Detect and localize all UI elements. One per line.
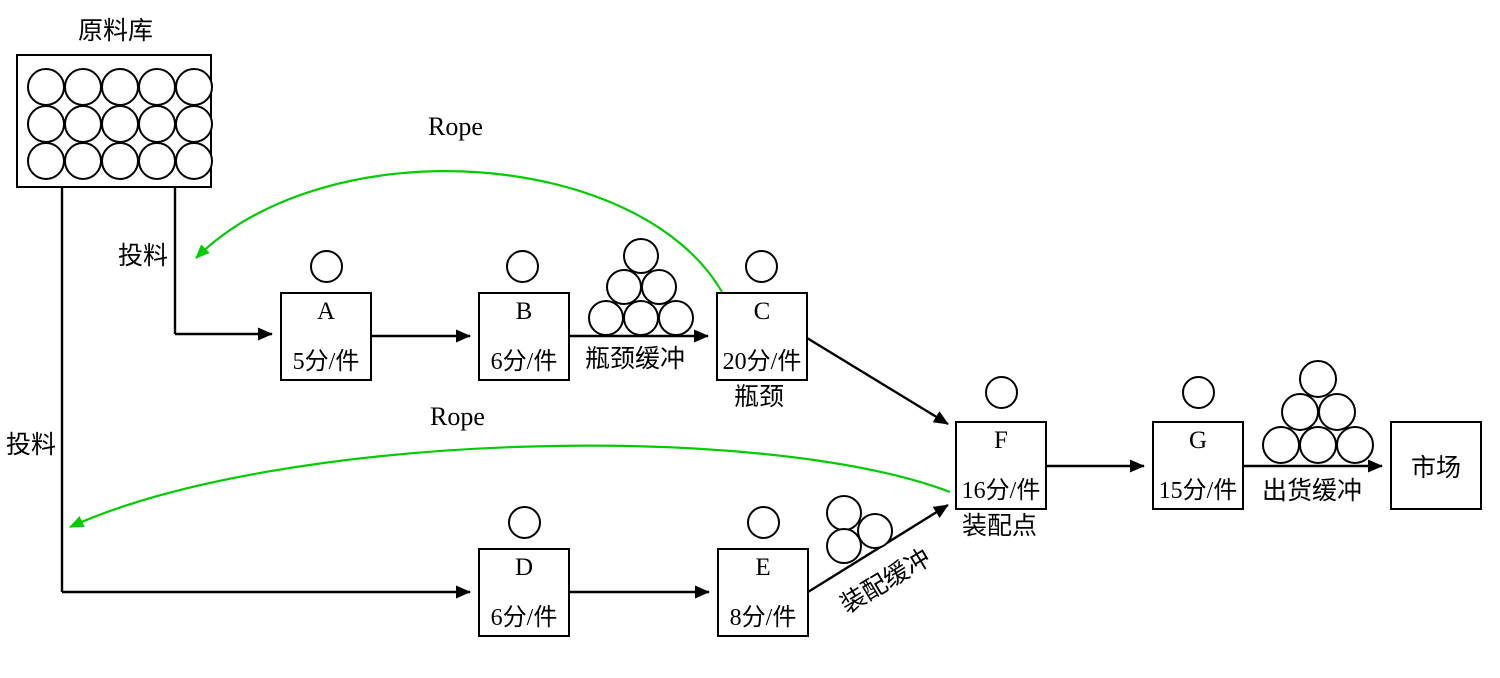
rope-curve-bottom — [68, 444, 951, 529]
warehouse-circle — [175, 105, 213, 143]
warehouse-circle — [138, 68, 176, 106]
warehouse-circle — [27, 68, 65, 106]
process-label-a: A — [316, 298, 336, 325]
buffer-circle — [826, 528, 862, 564]
warehouse-circle — [175, 142, 213, 180]
process-rate-f: 16分/件 — [961, 478, 1041, 504]
buffer-circle — [606, 269, 642, 305]
buffer-circle — [1299, 426, 1337, 464]
capacity-circle-f — [985, 376, 1018, 409]
buffer-circle — [1262, 426, 1300, 464]
capacity-circle-b — [506, 250, 539, 283]
process-label-c: C — [753, 298, 771, 325]
process-label-f: F — [994, 427, 1008, 454]
capacity-circle-g — [1182, 376, 1215, 409]
capacity-circle-a — [310, 250, 343, 283]
process-label-g: G — [1188, 427, 1208, 454]
process-box-b[interactable]: B 6分/件 — [478, 292, 570, 381]
rope-label-bottom: Rope — [430, 402, 485, 431]
process-rate-a: 5分/件 — [292, 349, 360, 375]
warehouse-circle — [101, 142, 139, 180]
buffer-circle — [623, 300, 659, 336]
buffer-circle — [857, 513, 893, 549]
process-box-g[interactable]: G 15分/件 — [1152, 421, 1244, 510]
process-rate-c: 20分/件 — [722, 349, 802, 375]
warehouse-circle — [27, 105, 65, 143]
process-rate-g: 15分/件 — [1158, 478, 1238, 504]
buffer-circle — [1318, 393, 1356, 431]
shipping-buffer-label: 出货缓冲 — [1262, 478, 1363, 505]
process-sub-label-c: 瓶颈 — [734, 384, 785, 411]
process-label-d: D — [514, 554, 534, 581]
market-box[interactable]: 市场 — [1390, 421, 1482, 510]
release-label-top: 投料 — [118, 243, 169, 270]
release-label-bottom: 投料 — [6, 432, 57, 459]
process-sub-label-f: 装配点 — [962, 513, 1038, 540]
warehouse-circle — [64, 105, 102, 143]
process-box-c[interactable]: C 20分/件 — [716, 292, 808, 381]
buffer-circle — [1281, 393, 1319, 431]
warehouse-circle — [138, 142, 176, 180]
buffer-circle — [588, 300, 624, 336]
capacity-circle-c — [745, 250, 778, 283]
rope-curve-top — [195, 170, 723, 293]
warehouse-feed-lines — [60, 188, 471, 599]
process-box-d[interactable]: D 6分/件 — [478, 548, 570, 637]
warehouse-circle — [101, 68, 139, 106]
warehouse-title: 原料库 — [78, 18, 154, 45]
process-box-a[interactable]: A 5分/件 — [280, 292, 372, 381]
bottleneck-buffer-label: 瓶颈缓冲 — [585, 346, 686, 373]
capacity-circle-e — [747, 506, 780, 539]
rope-curves — [68, 170, 951, 529]
buffer-circle — [1299, 360, 1337, 398]
process-rate-b: 6分/件 — [490, 349, 558, 375]
buffer-circle — [623, 238, 659, 274]
top-line-flow — [372, 329, 949, 426]
warehouse-circle — [138, 105, 176, 143]
process-label-e: E — [755, 554, 771, 581]
market-label: 市场 — [1410, 454, 1461, 482]
warehouse-circle — [64, 68, 102, 106]
warehouse-circle — [101, 105, 139, 143]
process-box-e[interactable]: E 8分/件 — [717, 548, 809, 637]
process-label-b: B — [515, 298, 533, 325]
rope-label-top: Rope — [428, 112, 483, 141]
process-rate-e: 8分/件 — [729, 605, 797, 631]
warehouse-circle — [175, 68, 213, 106]
buffer-circle — [658, 300, 694, 336]
warehouse-circle — [64, 142, 102, 180]
process-box-f[interactable]: F 16分/件 — [955, 421, 1047, 510]
buffer-circle — [1336, 426, 1374, 464]
warehouse-circle — [27, 142, 65, 180]
process-rate-d: 6分/件 — [490, 605, 558, 631]
capacity-circle-d — [508, 506, 541, 539]
buffer-circle — [641, 269, 677, 305]
